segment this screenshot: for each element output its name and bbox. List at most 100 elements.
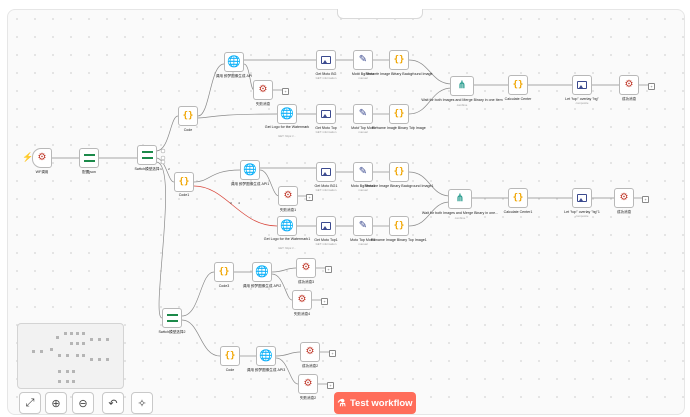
node-label: Moto Bg Moto1 — [350, 184, 376, 188]
node-ok-b1[interactable]: ⚙ — [296, 258, 316, 278]
node-label: Code — [183, 128, 193, 132]
node-label: Get Logo for the Watermark1 — [263, 237, 311, 241]
node-let-mid[interactable] — [572, 188, 592, 208]
node-calc-mid[interactable]: {} — [508, 188, 528, 208]
node-get-img-mid[interactable] — [316, 162, 336, 182]
image-icon — [577, 194, 587, 202]
node-fail-mid[interactable]: ⚙ — [278, 186, 298, 206]
edge — [271, 273, 293, 301]
node-label: 失败消息 — [255, 102, 271, 106]
node-get-img-top[interactable] — [316, 50, 336, 70]
node-label: 调用 即梦图像生成 API — [215, 74, 253, 78]
code-icon: {} — [218, 266, 230, 277]
add-node-plus-icon[interactable]: + — [648, 83, 655, 90]
add-node-plus-icon[interactable]: + — [306, 194, 313, 201]
canvas-minimap[interactable] — [17, 323, 124, 389]
zoom-in-icon: ⊕ — [51, 397, 61, 410]
node-http-b2[interactable]: 🌐 — [256, 346, 276, 366]
node-logo-top[interactable]: 🌐 — [277, 104, 297, 124]
node-ok-b2[interactable]: ⚙ — [300, 342, 320, 362]
node-code-b1[interactable]: {} — [214, 262, 234, 282]
zoom-out-button[interactable]: ⊖ — [72, 392, 94, 414]
node-label: 调用 即梦图像生成 API2 — [242, 284, 282, 288]
node-http-b1[interactable]: 🌐 — [252, 262, 272, 282]
test-workflow-label: Test workflow — [349, 397, 413, 409]
add-node-plus-icon[interactable]: + — [327, 382, 334, 389]
node-http-mid[interactable]: 🌐 — [240, 160, 260, 180]
node-ok-mid[interactable]: ⚙ — [614, 188, 634, 208]
node-label: Calculate Center1 — [503, 210, 533, 214]
edge — [408, 171, 451, 197]
node-code-b2[interactable]: {} — [220, 346, 240, 366]
node-rename-top2[interactable]: {} — [389, 104, 409, 124]
node-rename-top[interactable]: {} — [389, 50, 409, 70]
node-label: Code3 — [218, 284, 230, 288]
node-label: Get Moto BG — [315, 72, 337, 76]
node-subtitle: GET: information — [315, 242, 337, 246]
node-label: Moto Top Moto1 — [350, 238, 376, 242]
node-top-moto-top[interactable]: ✎ — [353, 104, 373, 124]
node-top-moto-mid[interactable]: ✎ — [353, 216, 373, 236]
node-label: Moto Bg Moto — [351, 72, 375, 76]
zoom-to-fit-button[interactable]: ⤢ — [19, 392, 41, 414]
node-label: Rename Image Binary Background Image — [365, 72, 433, 76]
node-switch2[interactable] — [162, 308, 182, 328]
node-fail-top[interactable]: ⚙ — [253, 80, 273, 100]
node-subtitle: manual — [358, 130, 368, 134]
node-label: Get Moto BG1 — [314, 184, 338, 188]
canvas-top-handle[interactable] — [337, 9, 423, 19]
flask-icon: ⚗ — [337, 397, 346, 409]
code-icon: {} — [182, 110, 194, 121]
globe-icon: 🌐 — [280, 219, 294, 232]
node-http-top[interactable]: 🌐 — [224, 52, 244, 72]
output-badge: 3 — [230, 201, 232, 205]
edge — [408, 59, 453, 85]
webhook-icon: ⚙ — [37, 152, 47, 163]
trigger-bolt-icon: ⚡ — [22, 152, 34, 162]
edge — [193, 169, 241, 183]
zoom-out-icon: ⊖ — [78, 397, 88, 410]
add-node-plus-icon[interactable]: + — [642, 196, 649, 203]
node-rename-mid[interactable]: {} — [389, 162, 409, 182]
webhook-icon: ⚙ — [258, 84, 268, 95]
node-merge-mid[interactable]: ⋔ — [448, 189, 472, 209]
globe-icon: 🌐 — [280, 107, 294, 120]
node-rename-mid2[interactable]: {} — [389, 216, 409, 236]
node-label: 失败消息4 — [293, 312, 311, 316]
node-bg-moto-top[interactable]: ✎ — [353, 50, 373, 70]
code-icon: {} — [393, 108, 405, 119]
add-node-plus-icon[interactable]: + — [282, 88, 289, 95]
node-get-img-top2[interactable] — [316, 104, 336, 124]
image-icon — [321, 110, 331, 118]
add-node-plus-icon[interactable]: + — [325, 266, 332, 273]
node-config[interactable] — [79, 148, 99, 168]
node-fail-b2[interactable]: ⚙ — [298, 374, 318, 394]
node-label: Wait for both Images and Merge Binary in… — [421, 211, 499, 215]
image-icon — [321, 168, 331, 176]
node-let-top[interactable] — [572, 75, 592, 95]
node-switch1[interactable] — [137, 145, 157, 165]
undo-button[interactable]: ↶ — [102, 392, 124, 414]
node-merge-top[interactable]: ⋔ — [450, 76, 474, 96]
node-code-mid[interactable]: {} — [174, 172, 194, 192]
node-fail-b1[interactable]: ⚙ — [292, 290, 312, 310]
node-bg-moto-mid[interactable]: ✎ — [353, 162, 373, 182]
node-label: 成功消息2 — [301, 364, 319, 368]
edge — [197, 113, 278, 119]
test-workflow-button[interactable]: ⚗ Test workflow — [334, 392, 416, 414]
node-calc-top[interactable]: {} — [508, 75, 528, 95]
node-subtitle: combine — [454, 216, 466, 220]
node-ok-top[interactable]: ⚙ — [619, 75, 639, 95]
add-node-plus-icon[interactable]: + — [329, 350, 336, 357]
add-node-plus-icon[interactable]: + — [321, 298, 328, 305]
code-icon: {} — [393, 166, 405, 177]
node-logo-mid[interactable]: 🌐 — [277, 216, 297, 236]
node-code-top[interactable]: {} — [178, 106, 198, 126]
webhook-icon: ⚙ — [301, 262, 311, 273]
node-trigger[interactable]: ⚙ — [32, 148, 52, 168]
tidy-up-button[interactable]: ✧ — [131, 392, 153, 414]
zoom-in-button[interactable]: ⊕ — [45, 392, 67, 414]
node-get-img-mid2[interactable] — [316, 216, 336, 236]
node-label: Get Moto Top — [315, 126, 337, 130]
